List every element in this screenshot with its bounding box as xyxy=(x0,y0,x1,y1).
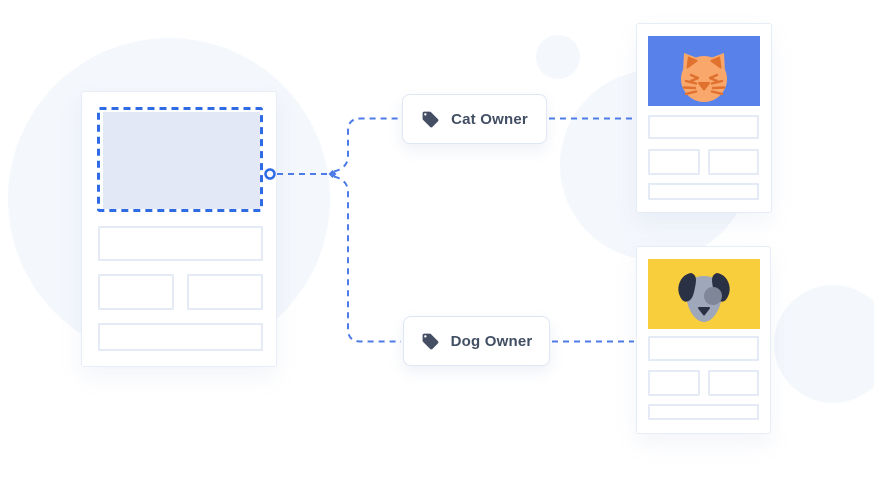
profile-card-cat xyxy=(636,23,772,213)
placeholder-bar xyxy=(648,336,759,361)
placeholder-bar xyxy=(708,370,759,396)
dog-avatar-image xyxy=(648,259,760,329)
background-circle-top xyxy=(536,35,580,79)
cat-avatar-image xyxy=(648,36,760,106)
placeholder-bar xyxy=(648,404,759,420)
placeholder-bar xyxy=(648,183,759,200)
selected-image-placeholder[interactable] xyxy=(103,112,260,209)
cat-icon xyxy=(681,53,727,102)
tag-chip-dog-owner[interactable]: Dog Owner xyxy=(403,316,550,366)
connector-line-to-dog-tag xyxy=(333,175,401,343)
tag-label: Cat Owner xyxy=(451,110,528,128)
tag-label: Dog Owner xyxy=(450,332,533,350)
placeholder-bar xyxy=(648,115,759,139)
tag-icon xyxy=(422,333,439,349)
placeholder-bar xyxy=(98,323,263,351)
background-circle-bottom-right xyxy=(774,285,874,403)
placeholder-bar xyxy=(187,274,263,310)
branch-point-dot xyxy=(328,170,337,178)
connector-line-to-cat-tag xyxy=(333,117,400,173)
placeholder-bar xyxy=(648,149,700,175)
placeholder-bar xyxy=(98,226,263,261)
placeholder-bar xyxy=(98,274,174,310)
source-record-card xyxy=(81,91,277,367)
placeholder-bar xyxy=(648,370,700,396)
tag-chip-cat-owner[interactable]: Cat Owner xyxy=(402,94,547,144)
tag-icon xyxy=(422,111,439,127)
placeholder-bar xyxy=(708,149,759,175)
profile-card-dog xyxy=(636,246,771,434)
dog-icon xyxy=(678,273,730,322)
